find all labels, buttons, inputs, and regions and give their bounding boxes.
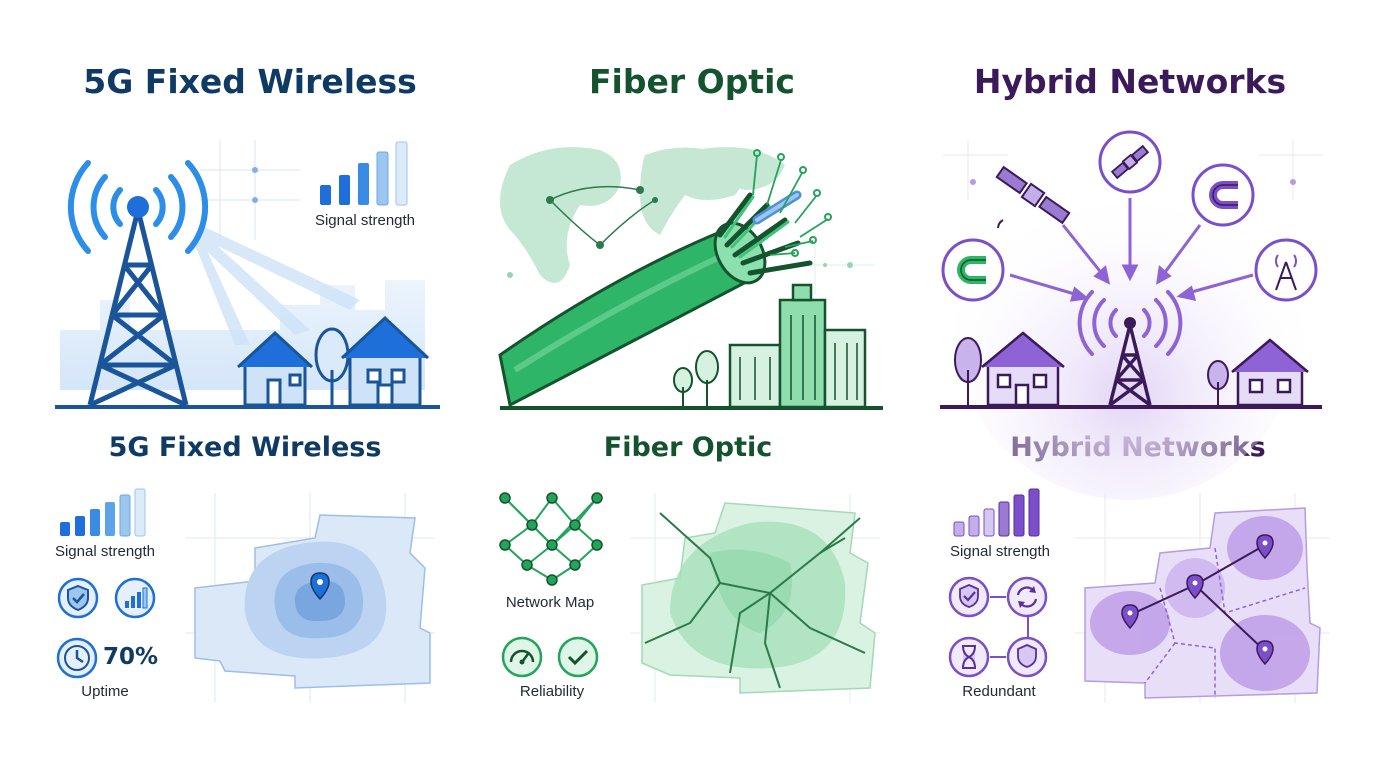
signal-chart-icon	[114, 577, 156, 619]
hybrid-coverage-map	[1075, 493, 1330, 703]
shield-check-icon	[948, 576, 990, 618]
magnet-icon	[1191, 163, 1255, 227]
uptime-label: Uptime	[81, 683, 129, 700]
house-icon	[1231, 338, 1309, 407]
column-title-fiber: Fiber Optic	[589, 62, 795, 101]
fiber-cable-icon	[498, 149, 832, 408]
uptime-value: 70%	[103, 644, 159, 670]
signal-bars-icon	[320, 141, 408, 206]
5g-illustration	[55, 140, 440, 409]
map-pin-icon	[1121, 534, 1274, 666]
reliability-label: Reliability	[519, 683, 585, 700]
signal-bars-icon	[60, 488, 146, 537]
building-icon	[728, 283, 867, 409]
tree-icon	[314, 327, 350, 405]
magnet-icon	[941, 238, 1005, 302]
cell-tower-icon	[1254, 238, 1318, 302]
satellite-icon	[995, 165, 1071, 225]
shield-check-icon	[57, 577, 99, 619]
hybrid-illustration	[940, 130, 1323, 500]
clock-icon	[56, 637, 98, 679]
satellite-icon	[1098, 130, 1162, 194]
world-map-icon	[500, 147, 785, 283]
signal-strength-label: Signal strength	[949, 543, 1051, 560]
house-icon	[236, 330, 314, 407]
signal-strength-label: Signal strength	[314, 212, 416, 229]
redundancy-icon-grid	[948, 576, 1048, 678]
fiber-illustration	[498, 147, 883, 410]
gauge-icon	[501, 636, 543, 678]
section-title-5g: 5G Fixed Wireless	[108, 432, 382, 463]
cell-tower-icon	[87, 209, 189, 408]
tree-icon	[954, 337, 1229, 405]
section-title-fiber: Fiber Optic	[603, 432, 773, 463]
tree-icon	[673, 350, 719, 407]
cell-tower-icon	[1108, 324, 1152, 407]
signal-bars-icon	[953, 488, 1040, 537]
redundant-label: Redundant	[962, 683, 1036, 700]
checkmark-icon	[557, 636, 599, 678]
fiber-route-map	[630, 493, 880, 703]
hourglass-icon	[948, 636, 990, 678]
house-icon	[340, 315, 430, 407]
column-title-5g: 5G Fixed Wireless	[83, 62, 417, 101]
column-title-hybrid: Hybrid Networks	[973, 62, 1287, 101]
house-icon	[981, 331, 1065, 407]
network-map-label: Network Map	[505, 594, 595, 611]
sync-icon	[1006, 576, 1048, 618]
coverage-map	[185, 493, 435, 703]
signal-strength-label: Signal strength	[54, 543, 156, 560]
map-pin-icon	[310, 572, 330, 601]
network-graph-icon	[499, 492, 603, 586]
shield-check-icon	[1006, 636, 1048, 678]
